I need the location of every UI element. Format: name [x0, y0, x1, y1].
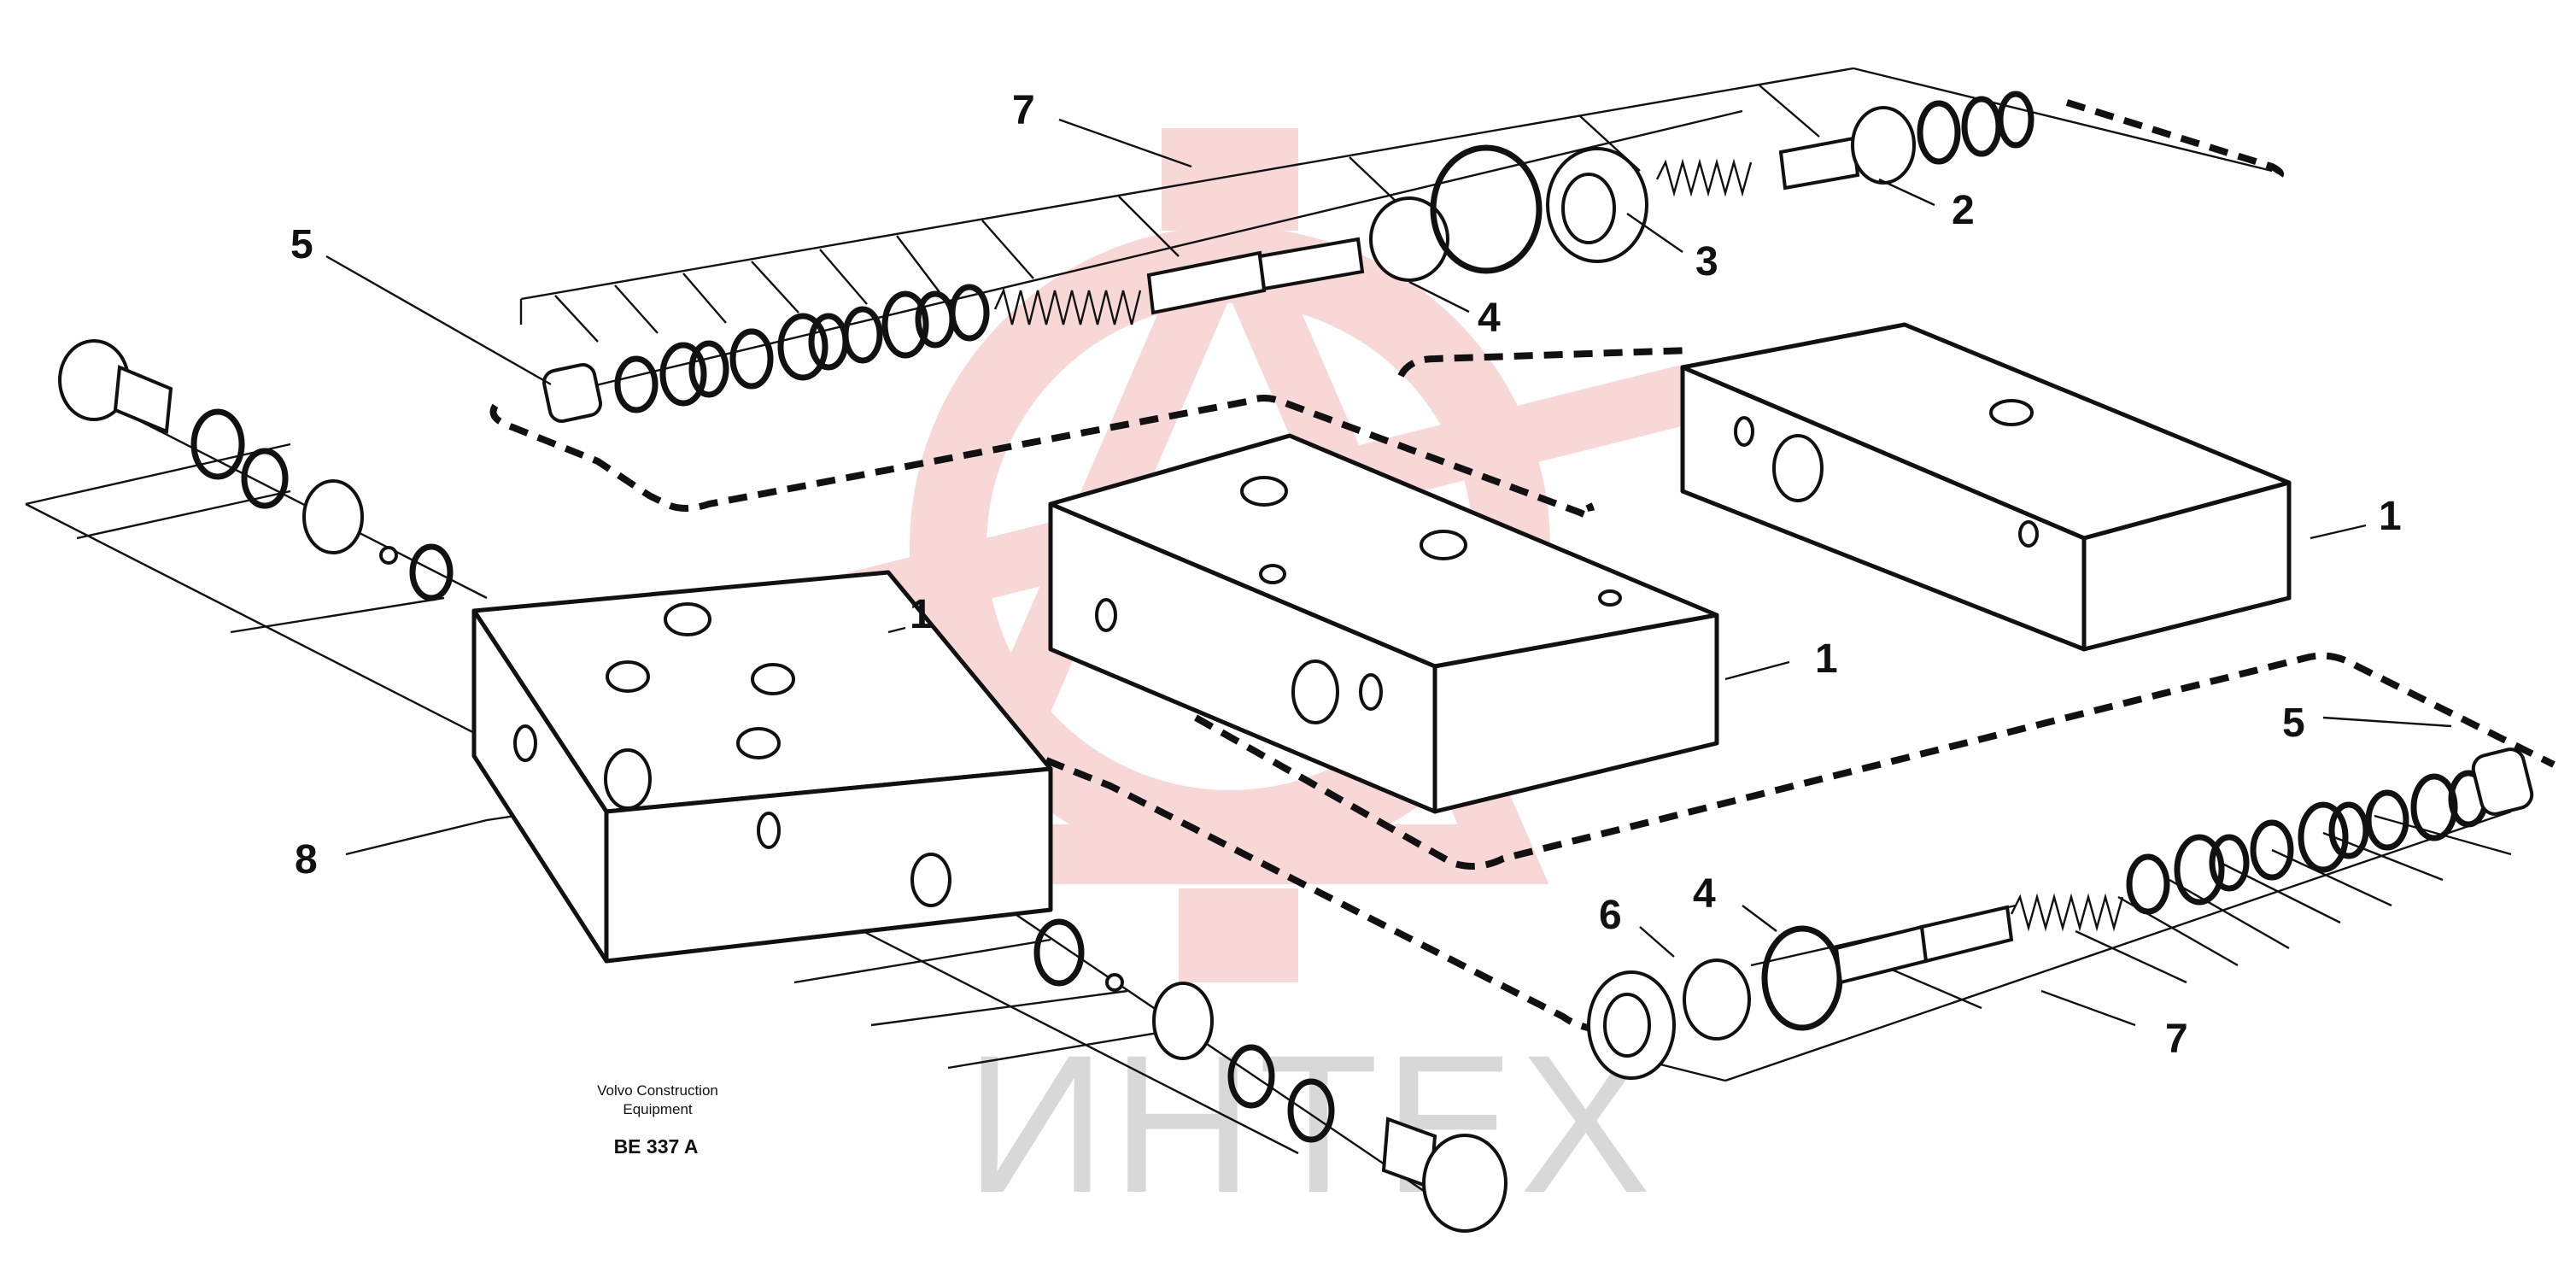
- plug-cap-lower: [2471, 747, 2534, 816]
- leader-lines: [325, 118, 2452, 1027]
- seal-ring-upper-6: [1961, 96, 2002, 157]
- callout-2: 2: [1952, 188, 1975, 233]
- seal-ring-lower-2: [2250, 819, 2294, 881]
- o-ring-lower-1: [1033, 918, 1085, 987]
- callout-6: 6: [1599, 893, 1622, 938]
- drawing-code: BE 337 A: [614, 1135, 699, 1158]
- lower-right-dashed-path: [1194, 652, 2556, 870]
- callout-3: 3: [1695, 239, 1718, 284]
- seal-ring-upper-7: [1997, 91, 2034, 149]
- callout-labels: 7 5 2 3 4 1 1 1 5 8 4 6 7: [290, 88, 2402, 1062]
- seal-ring-upper-5: [1917, 100, 1961, 165]
- spring-cup-upper-2: [688, 340, 729, 398]
- plug-head-lower: [1422, 1134, 1508, 1233]
- callout-4-bottom: 4: [1693, 871, 1716, 917]
- plug-thread-left: [113, 365, 173, 434]
- seal-ring-lower-1: [2126, 853, 2170, 915]
- plug-cap-upper: [542, 363, 602, 423]
- spring-cup-upper-4: [808, 313, 849, 371]
- o-ring-left-2: [241, 448, 289, 509]
- upper-assembly-guides: [519, 67, 2273, 395]
- upper-spool-parts: [542, 91, 2034, 423]
- upper-dashed-path: [489, 395, 1595, 519]
- seal-ring-upper-1: [614, 355, 659, 413]
- spring-cup-upper-1: [659, 342, 707, 407]
- spring-cup-lower-2: [2209, 834, 2250, 892]
- callout-4-top: 4: [1478, 296, 1501, 341]
- spring-cup-lower-1: [2174, 834, 2225, 906]
- o-ring-large-upper: [1430, 144, 1543, 274]
- left-fittings-upper: [58, 339, 454, 601]
- spring-cup-upper-3: [777, 313, 828, 381]
- spring-lower: [2010, 893, 2124, 932]
- callout-5-bottom: 5: [2282, 701, 2305, 746]
- spring-upper-right: [1655, 158, 1753, 197]
- o-ring-left-1: [190, 408, 245, 480]
- valve-block-left: [471, 570, 1053, 964]
- callout-5-top: 5: [290, 222, 313, 267]
- left-fittings-lower: [1033, 918, 1508, 1233]
- callout-8: 8: [295, 837, 318, 882]
- o-ring-lower-3: [1287, 1078, 1335, 1143]
- nut-upper-bore: [1561, 173, 1616, 244]
- valve-seat-lower: [1683, 958, 1751, 1041]
- spool-neck-upper: [1257, 237, 1365, 291]
- watermark-text: ИНТЕХ: [965, 1014, 1656, 1234]
- drawing-caption: Volvo Construction Equipment BE 337 A: [597, 1082, 718, 1158]
- o-ring-lower-2: [1227, 1044, 1275, 1109]
- watermark-gear-tooth-bottom: [1179, 888, 1298, 982]
- spring-upper: [993, 287, 1142, 325]
- upper-right-dashed-path: [2065, 99, 2284, 183]
- valve-block-right: [1680, 322, 2292, 652]
- spring-cup-lower-3: [2298, 801, 2349, 873]
- caption-manufacturer-line2: Equipment: [623, 1101, 693, 1117]
- right-block-dashed-link: [1397, 347, 1692, 378]
- spring-cup-upper-5: [881, 290, 929, 359]
- callout-7-bottom: 7: [2165, 1017, 2188, 1062]
- o-ring-lower-large: [1761, 925, 1843, 1031]
- spring-cup-lower-4: [2328, 801, 2369, 859]
- bushing-left: [302, 479, 364, 554]
- ball-lower: [1105, 973, 1124, 992]
- seal-ring-upper-2: [729, 328, 774, 390]
- lower-spool-parts: [1587, 747, 2534, 1080]
- ball-left: [379, 546, 398, 565]
- callout-1-left: 1: [910, 592, 933, 637]
- lower-assembly-guides: [1656, 810, 2512, 1082]
- callout-1-right: 1: [2379, 494, 2402, 539]
- caption-manufacturer: Volvo Construction: [597, 1082, 718, 1099]
- seal-ring-upper-3: [842, 306, 883, 364]
- callout-7-top: 7: [1012, 88, 1035, 133]
- valve-block-middle: [1048, 433, 1719, 814]
- poppet-head-upper: [1851, 106, 1916, 185]
- bushing-lower: [1152, 982, 1214, 1060]
- poppet-upper: [1778, 136, 1860, 191]
- seal-ring-lower-3: [2365, 789, 2409, 851]
- seal-ring-upper-4: [949, 284, 990, 342]
- o-ring-left-3: [409, 543, 454, 601]
- spring-cup-lower-5: [2410, 773, 2458, 841]
- valve-seat-upper: [1369, 196, 1449, 282]
- nut-lower-bore: [1603, 993, 1651, 1058]
- spool-piston-lower: [1919, 905, 2014, 964]
- watermark-gear-tooth-top: [1162, 128, 1298, 231]
- callout-1-middle: 1: [1815, 636, 1838, 682]
